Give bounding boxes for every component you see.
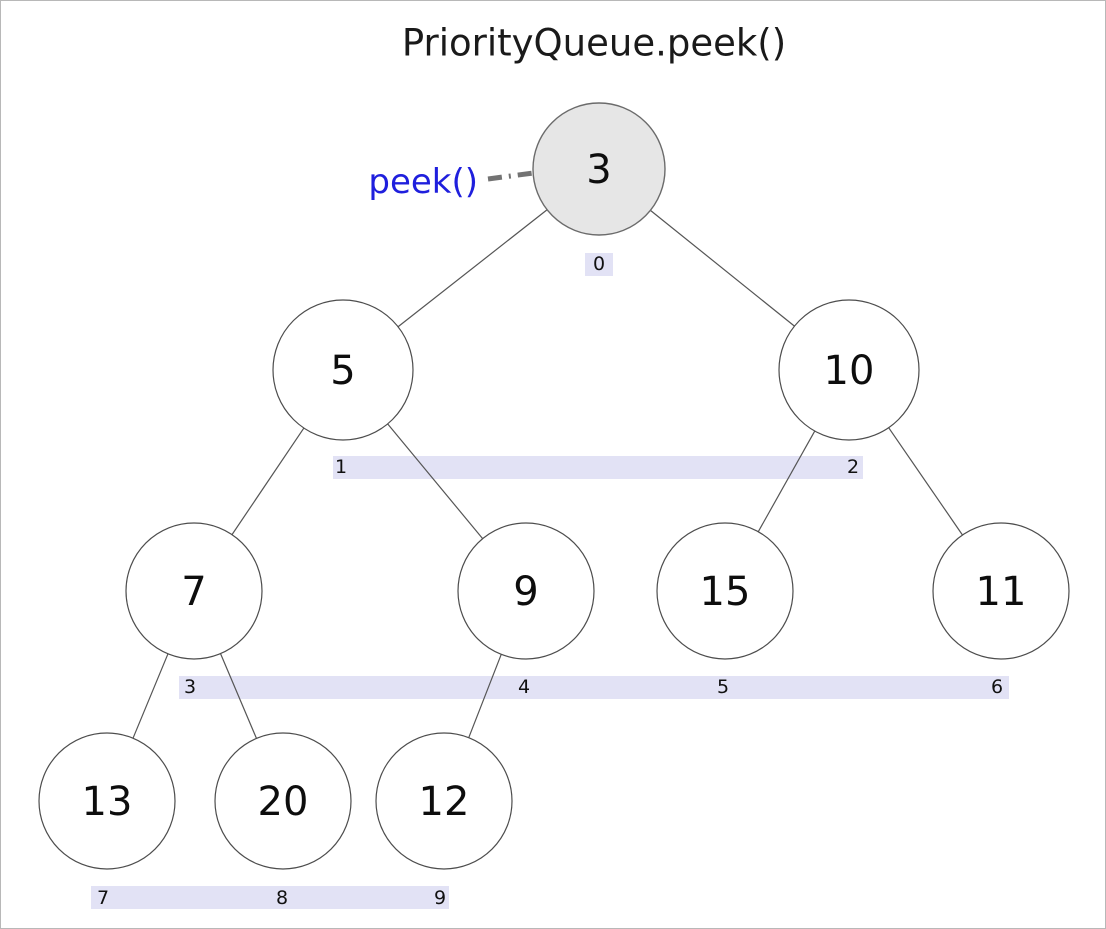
tree-node-value: 13	[82, 779, 133, 825]
tree-node-value: 9	[513, 569, 538, 615]
tree-node-circle[interactable]	[125, 522, 263, 660]
tree-edge	[231, 427, 305, 535]
tree-node[interactable]: 11	[932, 522, 1070, 660]
tree-node[interactable]: 20	[214, 732, 352, 870]
node-index-label: 2	[847, 456, 859, 478]
tree-node[interactable]: 7	[125, 522, 263, 660]
tree-node-circle[interactable]	[375, 732, 513, 870]
tree-edge	[757, 430, 816, 532]
tree-node[interactable]: 5	[272, 299, 414, 441]
tree-edge	[888, 427, 963, 536]
index-band	[91, 886, 449, 909]
tree-node-circle[interactable]	[38, 732, 176, 870]
tree-node[interactable]: 3	[532, 102, 666, 236]
node-index-label: 3	[184, 676, 196, 698]
node-index-label: 4	[518, 676, 530, 698]
tree-edge	[468, 654, 502, 738]
tree-node-circle[interactable]	[214, 732, 352, 870]
tree-edge-group	[132, 209, 963, 739]
tree-node-circle[interactable]	[778, 299, 920, 441]
node-index-label: 5	[717, 676, 729, 698]
node-index-label: 8	[276, 887, 288, 909]
index-band	[585, 253, 613, 276]
node-index-label: 1	[335, 456, 347, 478]
tree-node-value: 7	[181, 569, 206, 615]
tree-node-circle-highlighted[interactable]	[532, 102, 666, 236]
tree-node-circle[interactable]	[932, 522, 1070, 660]
page-title: PriorityQueue.peek()	[402, 22, 786, 65]
tree-node-circle[interactable]	[457, 522, 595, 660]
peek-annotation-label: peek()	[368, 162, 478, 202]
index-band	[333, 456, 863, 479]
tree-node[interactable]: 12	[375, 732, 513, 870]
tree-node-value: 12	[419, 779, 470, 825]
tree-node[interactable]: 15	[656, 522, 794, 660]
node-index-label: 6	[991, 676, 1003, 698]
tree-edge	[650, 209, 795, 327]
node-index-label: 0	[593, 253, 605, 275]
index-band-group	[91, 253, 1009, 909]
tree-node-value: 3	[586, 147, 611, 193]
index-band	[179, 676, 1009, 699]
tree-node[interactable]: 9	[457, 522, 595, 660]
tree-node-value: 20	[258, 779, 309, 825]
tree-edge	[132, 653, 169, 739]
node-index-label: 7	[97, 887, 109, 909]
tree-node-value: 10	[824, 348, 875, 394]
tree-node-circle[interactable]	[656, 522, 794, 660]
tree-node-circle[interactable]	[272, 299, 414, 441]
tree-node-value: 15	[700, 569, 751, 615]
tree-edge	[397, 209, 548, 328]
node-index-label: 9	[434, 887, 446, 909]
tree-edge	[219, 653, 258, 739]
tree-node-value: 5	[330, 348, 355, 394]
tree-node-value: 11	[976, 569, 1027, 615]
tree-edge	[387, 423, 484, 540]
tree-node[interactable]: 13	[38, 732, 176, 870]
tree-node[interactable]: 10	[778, 299, 920, 441]
